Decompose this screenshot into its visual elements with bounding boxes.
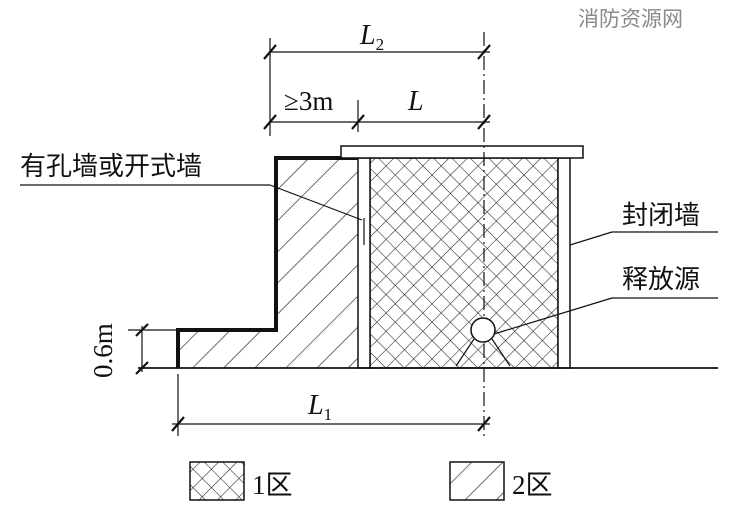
dim-l2-tick-right	[477, 44, 491, 60]
dim-min-gap-label: ≥3m	[284, 86, 333, 116]
perforated-wall-shape	[357, 157, 371, 369]
dim-l1-tick-left	[171, 416, 185, 432]
closed-wall-label: 封闭墙	[622, 201, 700, 231]
closed-wall-shape	[557, 157, 571, 369]
zone1-area	[369, 157, 559, 369]
dim-gap-tick-left	[263, 114, 277, 130]
release-source-label: 释放源	[622, 265, 700, 295]
dim-l1-label: L1	[307, 390, 332, 424]
dim-l-label: L	[407, 86, 424, 117]
roof	[340, 145, 584, 159]
dim-l2-tick-left	[263, 44, 277, 60]
dim-l2-label: L2	[359, 20, 384, 54]
legend-zone1-swatch	[189, 461, 245, 501]
dim-height-tick-bottom	[135, 361, 149, 375]
perforated-wall-leader-d	[269, 184, 363, 221]
dim-height-tick-top	[135, 323, 149, 337]
release-source-leader-d	[493, 297, 613, 335]
closed-wall-leader-d	[569, 231, 613, 246]
release-source-cone-right	[491, 338, 511, 367]
dim-gap-tick-mid	[351, 114, 365, 130]
dim-height-label: 0.6m	[88, 323, 118, 378]
legend-zone2-swatch	[449, 461, 505, 501]
dim-l1-tick-right	[477, 416, 491, 432]
perforated-wall-label: 有孔墙或开式墙	[20, 152, 202, 182]
dim-l-tick-right	[477, 114, 491, 130]
release-source-icon	[470, 317, 496, 343]
zone2-area	[178, 158, 358, 368]
watermark: 消防资源网	[578, 7, 683, 31]
zone2-boundary	[176, 156, 358, 368]
release-source-cone-left	[455, 338, 475, 367]
legend-zone2-label: 2区	[512, 470, 553, 500]
legend-zone1-label: 1区	[252, 470, 293, 500]
